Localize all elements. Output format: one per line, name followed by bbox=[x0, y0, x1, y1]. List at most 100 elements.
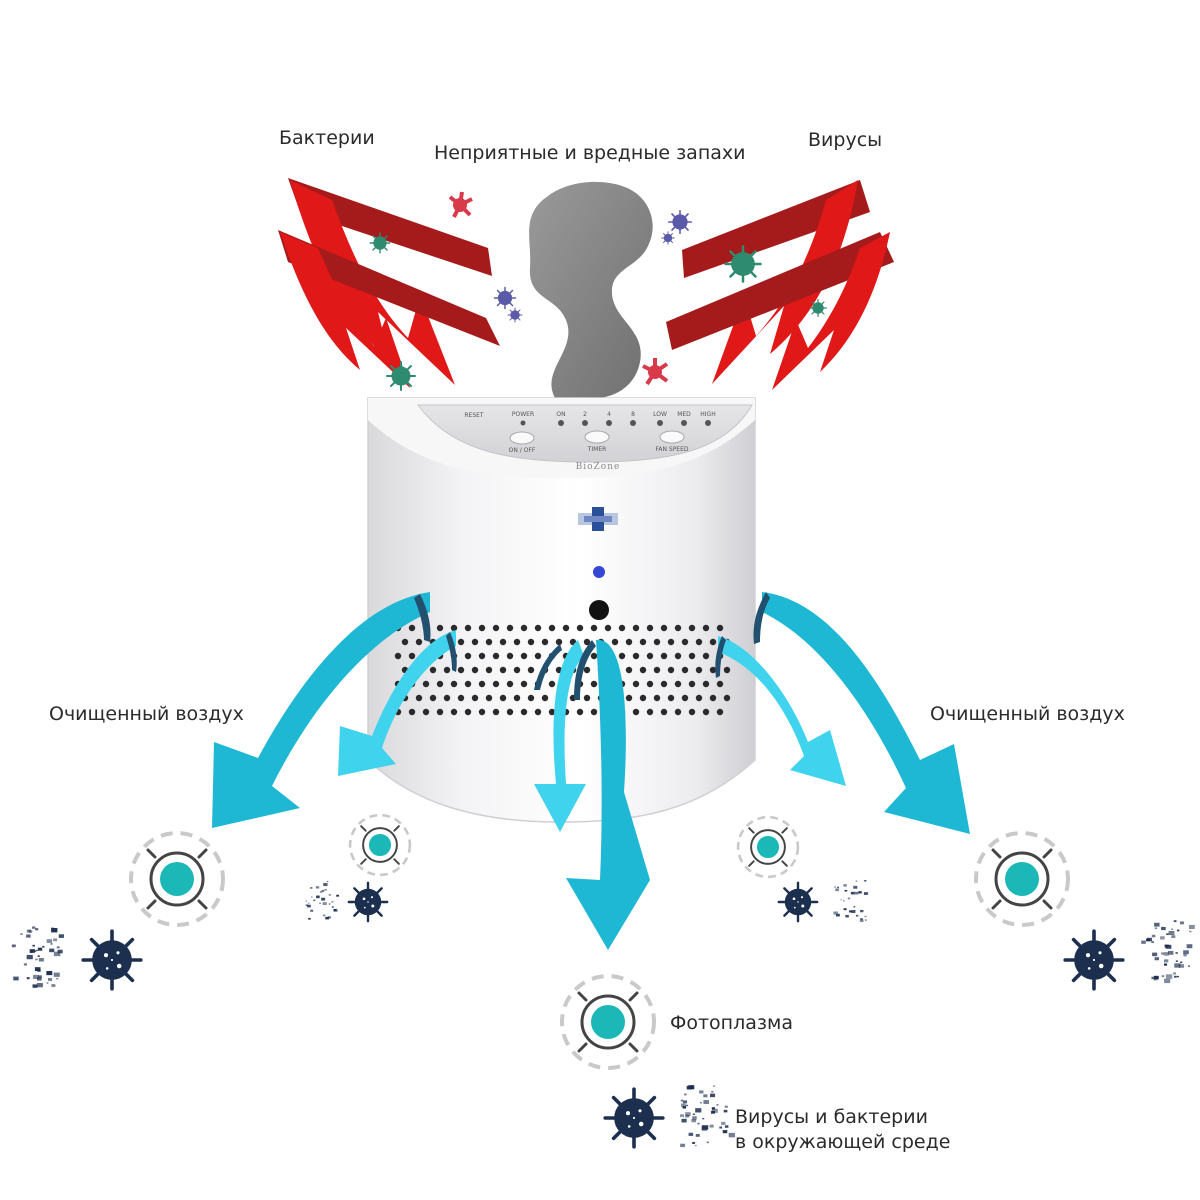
vent-hole bbox=[520, 652, 528, 660]
vent-hole bbox=[723, 666, 731, 674]
vent-hole bbox=[429, 666, 437, 674]
virus-icon-center bbox=[603, 1087, 665, 1149]
germ-icon-purple-3 bbox=[667, 210, 693, 234]
virus-fragment bbox=[1174, 963, 1181, 968]
virus-fragment bbox=[49, 948, 55, 953]
virus-fragment bbox=[51, 927, 54, 929]
vent-hole bbox=[674, 624, 682, 632]
virus-fragment bbox=[706, 1141, 709, 1144]
fan-speed-button[interactable] bbox=[659, 430, 685, 444]
vent-hole bbox=[450, 708, 458, 716]
virus-fragment bbox=[682, 1100, 688, 1104]
virus-fragment bbox=[51, 928, 58, 933]
virus-fragment bbox=[724, 1125, 729, 1128]
vent-hole bbox=[485, 638, 493, 646]
germ-icon-bacteria-1 bbox=[369, 232, 391, 254]
timer-button[interactable] bbox=[584, 430, 610, 444]
virus-fragment bbox=[325, 916, 329, 920]
virus-fragment bbox=[33, 950, 36, 952]
germ-icon-virus-2 bbox=[808, 299, 828, 317]
vent-hole bbox=[478, 708, 486, 716]
virus-fragment bbox=[319, 891, 323, 893]
panel-reset-label: RESET bbox=[464, 412, 484, 419]
vent-hole bbox=[436, 624, 444, 632]
virus-fragment bbox=[851, 910, 856, 913]
vent-hole bbox=[499, 666, 507, 674]
virus-fragment bbox=[326, 881, 329, 883]
virus-fragment bbox=[1173, 920, 1177, 923]
panel-4-label: 4 bbox=[607, 411, 611, 418]
virus-fragment bbox=[47, 978, 53, 981]
virus-fragment bbox=[686, 1085, 693, 1090]
virus-fragment bbox=[836, 913, 840, 917]
virus-fragment bbox=[308, 917, 311, 920]
fan-led-low bbox=[657, 420, 663, 426]
virus-fragment bbox=[1176, 975, 1179, 978]
virus-fragment bbox=[864, 919, 867, 921]
virus-fragment bbox=[56, 977, 59, 980]
virus-fragment bbox=[699, 1090, 704, 1094]
virus-fragment bbox=[331, 901, 334, 903]
virus-icon-right-small bbox=[777, 881, 819, 923]
virus-fragment bbox=[26, 934, 31, 938]
virus-fragment bbox=[710, 1093, 716, 1098]
virus-fragment bbox=[1154, 957, 1160, 961]
vent-hole bbox=[646, 652, 654, 660]
vent-hole bbox=[527, 666, 535, 674]
outgoing-arrow-right-large bbox=[762, 592, 970, 834]
label-odors: Неприятные и вредные запахи bbox=[434, 142, 746, 164]
vent-hole bbox=[625, 694, 633, 702]
virus-fragment bbox=[692, 1116, 697, 1120]
virus-fragment bbox=[850, 891, 855, 895]
virus-fragment bbox=[1152, 952, 1158, 957]
vent-hole bbox=[478, 652, 486, 660]
fan-speed-label: FAN SPEED bbox=[655, 446, 688, 453]
virus-fragment bbox=[711, 1107, 716, 1110]
vent-hole bbox=[520, 680, 528, 688]
virus-fragment bbox=[709, 1124, 714, 1128]
vent-hole bbox=[681, 694, 689, 702]
germ-icon-purple-1 bbox=[493, 286, 517, 310]
virus-fragment bbox=[46, 939, 53, 943]
vent-hole bbox=[688, 708, 696, 716]
virus-fragment bbox=[864, 880, 867, 882]
vent-hole bbox=[639, 638, 647, 646]
vent-hole bbox=[709, 666, 717, 674]
germ-icon-red-1 bbox=[448, 191, 473, 218]
incoming-arrows-right bbox=[666, 180, 894, 390]
virus-fragment bbox=[1141, 940, 1146, 944]
label-clean-air-left: Очищенный воздух bbox=[49, 703, 244, 725]
vent-hole bbox=[499, 694, 507, 702]
virus-fragment bbox=[305, 900, 308, 902]
vent-hole bbox=[702, 680, 710, 688]
label-photoplasma: Фотоплазма bbox=[670, 1012, 793, 1034]
virus-fragment bbox=[1164, 944, 1169, 948]
vent-hole bbox=[681, 638, 689, 646]
vent-hole bbox=[590, 652, 598, 660]
virus-fragment bbox=[1164, 978, 1171, 984]
vent-hole bbox=[471, 694, 479, 702]
vent-hole bbox=[485, 694, 493, 702]
virus-fragment bbox=[1160, 936, 1165, 940]
vent-hole bbox=[492, 680, 500, 688]
vent-hole bbox=[436, 680, 444, 688]
virus-fragment bbox=[1189, 930, 1192, 933]
on-off-button[interactable] bbox=[509, 431, 535, 445]
vent-hole bbox=[709, 638, 717, 646]
vent-hole bbox=[688, 624, 696, 632]
virus-fragment bbox=[701, 1127, 708, 1131]
label-clean-air-right: Очищенный воздух bbox=[930, 703, 1125, 725]
vent-hole bbox=[618, 624, 626, 632]
vent-hole bbox=[695, 638, 703, 646]
virus-fragment bbox=[843, 884, 847, 887]
virus-fragment bbox=[32, 984, 38, 988]
status-light bbox=[593, 566, 605, 578]
vent-hole bbox=[653, 666, 661, 674]
virus-fragment bbox=[35, 928, 39, 931]
virus-fragment bbox=[697, 1122, 700, 1125]
virus-fragment bbox=[34, 967, 41, 972]
photoplasma-icon-left-small bbox=[348, 813, 412, 877]
virus-fragment bbox=[680, 1099, 684, 1102]
virus-fragment bbox=[327, 916, 331, 919]
virus-fragment bbox=[845, 889, 848, 892]
